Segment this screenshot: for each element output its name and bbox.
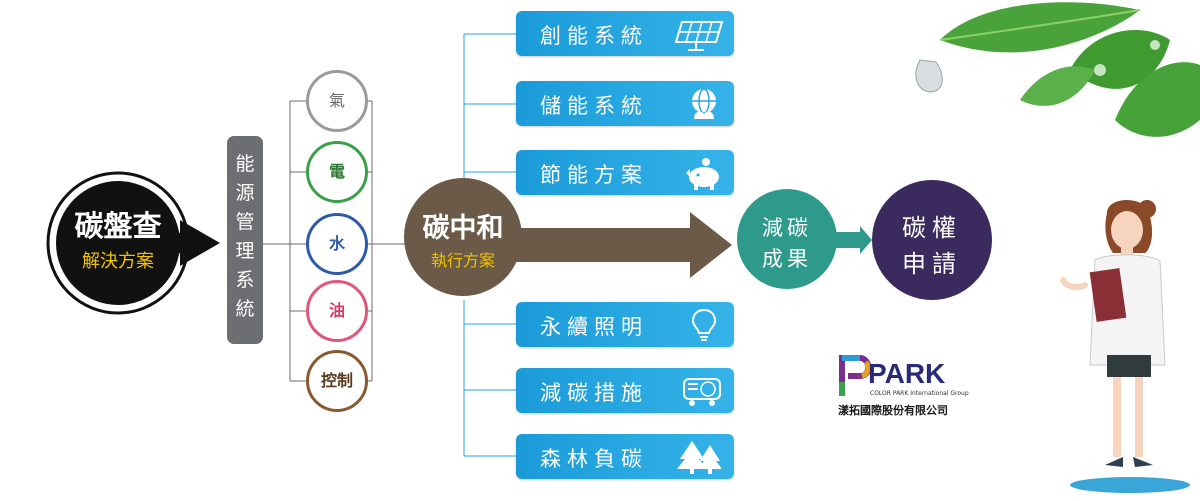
energy-gas-circle: 氣 — [306, 70, 368, 132]
energy-gas-label: 氣 — [328, 91, 345, 110]
energy-electric-label: 電 — [328, 162, 345, 181]
forest-negative-carbon-label: 森林負碳 — [540, 447, 648, 471]
carbon-reduction-button[interactable]: 減碳措施 — [516, 368, 734, 413]
carbon-inventory-title: 碳盤查 — [74, 209, 162, 243]
park-logo-subtext: COLOR PARK International Group — [870, 390, 969, 397]
park-logo-company: 漾拓國際股份有限公司 — [838, 404, 948, 417]
solar-system-label: 創能系統 — [540, 24, 648, 48]
carbon-credit-line2: 申請 — [902, 250, 962, 278]
energy-water-circle: 水 — [306, 213, 368, 275]
carbon-inventory-badge — [46, 171, 220, 315]
sustainable-lighting-button[interactable]: 永續照明 — [516, 302, 734, 347]
energy-control-circle: 控制 — [306, 350, 368, 412]
leaves-decoration — [915, 2, 1200, 137]
co2-truck-icon — [683, 378, 721, 406]
storage-system-label: 儲能系統 — [540, 94, 648, 118]
energy-water-label: 水 — [328, 234, 345, 253]
solar-panel-icon — [674, 21, 724, 51]
energy-oil-circle: 油 — [306, 280, 368, 342]
carbon-neutral-title: 碳中和 — [422, 213, 504, 244]
energy-management-pill — [227, 136, 263, 344]
carbon-credit-line1: 碳權 — [902, 214, 962, 242]
energy-electric-circle: 電 — [306, 141, 368, 203]
energy-management-label: 能 源 管 理 系 統 — [235, 153, 255, 320]
energy-oil-label: 油 — [328, 301, 345, 320]
storage-system-button[interactable]: 儲能系統 — [516, 81, 734, 126]
energy-saving-button[interactable]: 節能方案 — [516, 150, 734, 195]
woman-illustration — [1060, 199, 1190, 493]
carbon-credit-circle — [872, 180, 992, 300]
park-logo-brand: PARK — [868, 358, 946, 389]
center-arrow — [500, 212, 732, 278]
piggy-bank-icon — [686, 158, 719, 190]
forest-negative-carbon-button[interactable]: 森林負碳 — [516, 434, 734, 479]
carbon-reduction-label: 減碳措施 — [540, 381, 648, 405]
sustainable-lighting-label: 永續照明 — [540, 315, 648, 339]
park-logo-mark — [839, 355, 872, 396]
solar-system-button[interactable]: 創能系統 — [516, 11, 734, 56]
results-line1: 減碳 — [762, 216, 812, 240]
results-line2: 成果 — [762, 247, 812, 271]
energy-saving-label: 節能方案 — [540, 163, 648, 187]
forest-icon — [677, 441, 722, 474]
carbon-inventory-subtitle: 解決方案 — [82, 251, 154, 272]
carbon-neutral-subtitle: 執行方案 — [430, 251, 495, 270]
energy-control-label: 控制 — [320, 371, 353, 390]
carbon-neutral-circle — [404, 178, 522, 296]
light-bulb-icon — [691, 308, 717, 341]
globe-leaf-icon — [692, 88, 716, 119]
results-circle — [737, 189, 837, 289]
